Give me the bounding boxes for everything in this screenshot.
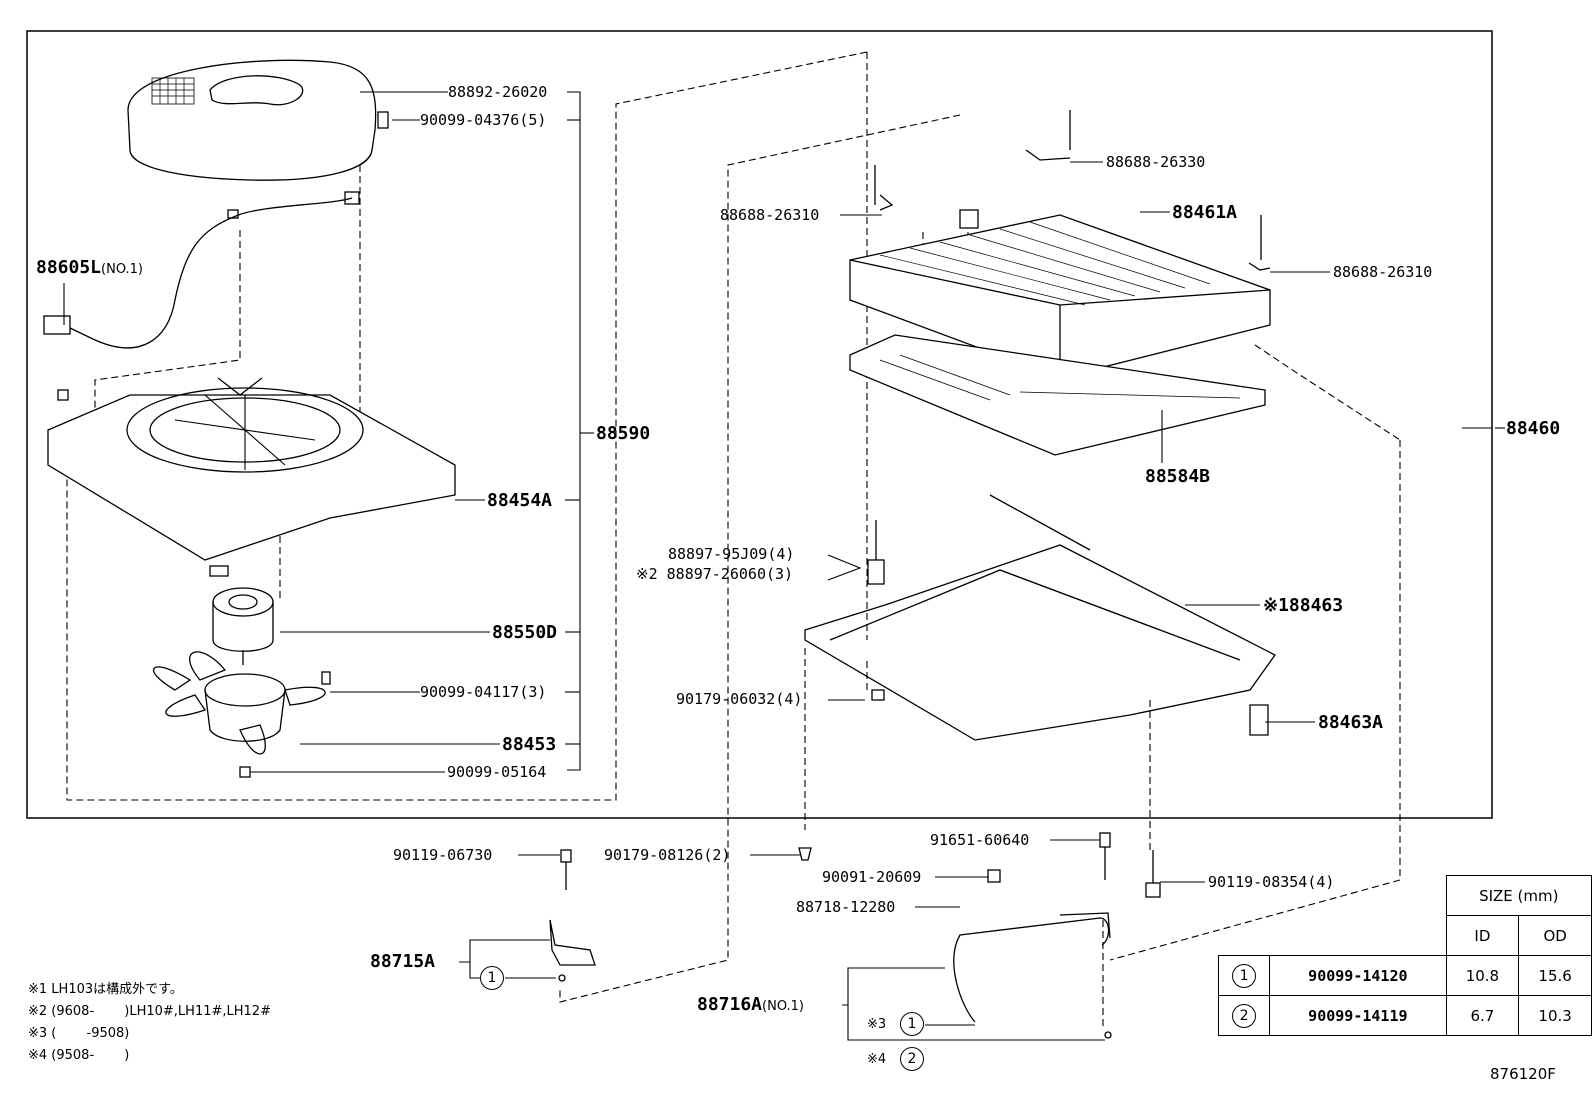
wire-harness-shape bbox=[43, 191, 360, 349]
row-part-number: 90099-14119 bbox=[1269, 995, 1447, 1036]
label-88897-95J09: 88897-95J09(4) bbox=[668, 545, 795, 563]
footnote-3: ※3 ( -9508) bbox=[28, 1026, 130, 1041]
row-od: 10.3 bbox=[1518, 995, 1592, 1036]
size-table-col-id: ID bbox=[1445, 915, 1520, 956]
label-91651-60640: 91651-60640 bbox=[930, 831, 1030, 849]
label-88461A: 88461A bbox=[1172, 202, 1238, 223]
label-88463: ※188463 bbox=[1263, 595, 1344, 616]
footnote-4: ※4 (9508- ) bbox=[28, 1048, 130, 1063]
label-90099-04117: 90099-04117(3) bbox=[420, 683, 547, 701]
condenser-core-shape bbox=[849, 209, 1271, 379]
label-88584B: 88584B bbox=[1145, 466, 1211, 487]
label-88897-26060: ※2 88897-26060(3) bbox=[636, 565, 794, 583]
mark-3: ※3 bbox=[867, 1017, 887, 1032]
leader-lines bbox=[63, 91, 1505, 1041]
key-circle-1-88715A: 1 bbox=[480, 966, 504, 990]
label-88688-26310-left: 88688-26310 bbox=[720, 206, 820, 224]
label-90099-04376: 90099-04376(5) bbox=[420, 111, 547, 129]
label-88688-26310-right: 88688-26310 bbox=[1333, 263, 1433, 281]
fan-motor-shape bbox=[209, 565, 274, 665]
row-id: 6.7 bbox=[1445, 995, 1520, 1036]
size-table: SIZE (mm) ID OD 1 90099-14120 10.8 15.6 … bbox=[1217, 875, 1592, 1036]
label-90099-05164: 90099-05164 bbox=[447, 763, 547, 781]
row-key: 2 bbox=[1217, 995, 1271, 1036]
label-88718-12280: 88718-12280 bbox=[796, 898, 896, 916]
key-circle-2-88716A: 2 bbox=[900, 1047, 924, 1071]
label-88716A-sub: (NO.1) bbox=[762, 999, 805, 1014]
fan-cover-shape bbox=[127, 59, 377, 181]
mounting-frame-shape bbox=[804, 494, 1276, 741]
label-88715A: 88715A bbox=[370, 951, 436, 972]
figure-code: 876120F bbox=[1490, 1065, 1556, 1083]
label-88716A: 88716A(NO.1) bbox=[697, 996, 804, 1014]
size-table-header: SIZE (mm) bbox=[1445, 875, 1592, 916]
key-circle-1-88716A: 1 bbox=[900, 1012, 924, 1036]
label-88550D: 88550D bbox=[492, 622, 558, 643]
label-88716A-code: 88716A bbox=[697, 994, 763, 1015]
condenser-base-shape bbox=[849, 334, 1266, 456]
dashed-group-outlines bbox=[66, 51, 1401, 1030]
row-od: 15.6 bbox=[1518, 955, 1592, 996]
assembly-frame bbox=[26, 30, 1493, 819]
label-90179-06032: 90179-06032(4) bbox=[676, 690, 803, 708]
pipe-bracket-88715A-shape bbox=[549, 919, 596, 982]
label-88590: 88590 bbox=[596, 423, 651, 444]
label-88453: 88453 bbox=[502, 734, 557, 755]
label-88605L-code: 88605L bbox=[36, 257, 102, 278]
fan-blade-shape bbox=[153, 651, 326, 778]
label-88460: 88460 bbox=[1506, 418, 1561, 439]
label-88605L: 88605L(NO.1) bbox=[36, 259, 143, 277]
label-90119-08354: 90119-08354(4) bbox=[1208, 873, 1335, 891]
small-fastener-shapes bbox=[321, 110, 1271, 898]
fan-shroud-shape bbox=[47, 377, 456, 561]
row-key: 1 bbox=[1217, 955, 1271, 996]
label-90091-20609: 90091-20609 bbox=[822, 868, 922, 886]
row-id: 10.8 bbox=[1445, 955, 1520, 996]
label-88892-26020: 88892-26020 bbox=[448, 83, 548, 101]
footnote-1: ※1 LH103は構成外です。 bbox=[28, 982, 183, 997]
label-88688-26330: 88688-26330 bbox=[1106, 153, 1206, 171]
table-row: 1 90099-14120 10.8 15.6 bbox=[1217, 955, 1592, 996]
label-88454A: 88454A bbox=[487, 490, 553, 511]
label-90119-06730: 90119-06730 bbox=[393, 846, 493, 864]
footnote-2: ※2 (9608- )LH10#,LH11#,LH12# bbox=[28, 1004, 271, 1019]
pipe-88716A-shape bbox=[953, 912, 1112, 1039]
label-88463A: 88463A bbox=[1318, 712, 1384, 733]
table-row: 2 90099-14119 6.7 10.3 bbox=[1217, 995, 1592, 1036]
row-part-number: 90099-14120 bbox=[1269, 955, 1447, 996]
mark-4: ※4 bbox=[867, 1052, 887, 1067]
label-90179-08126: 90179-08126(2) bbox=[604, 846, 731, 864]
label-88605L-sub: (NO.1) bbox=[101, 262, 144, 277]
size-table-col-od: OD bbox=[1518, 915, 1592, 956]
